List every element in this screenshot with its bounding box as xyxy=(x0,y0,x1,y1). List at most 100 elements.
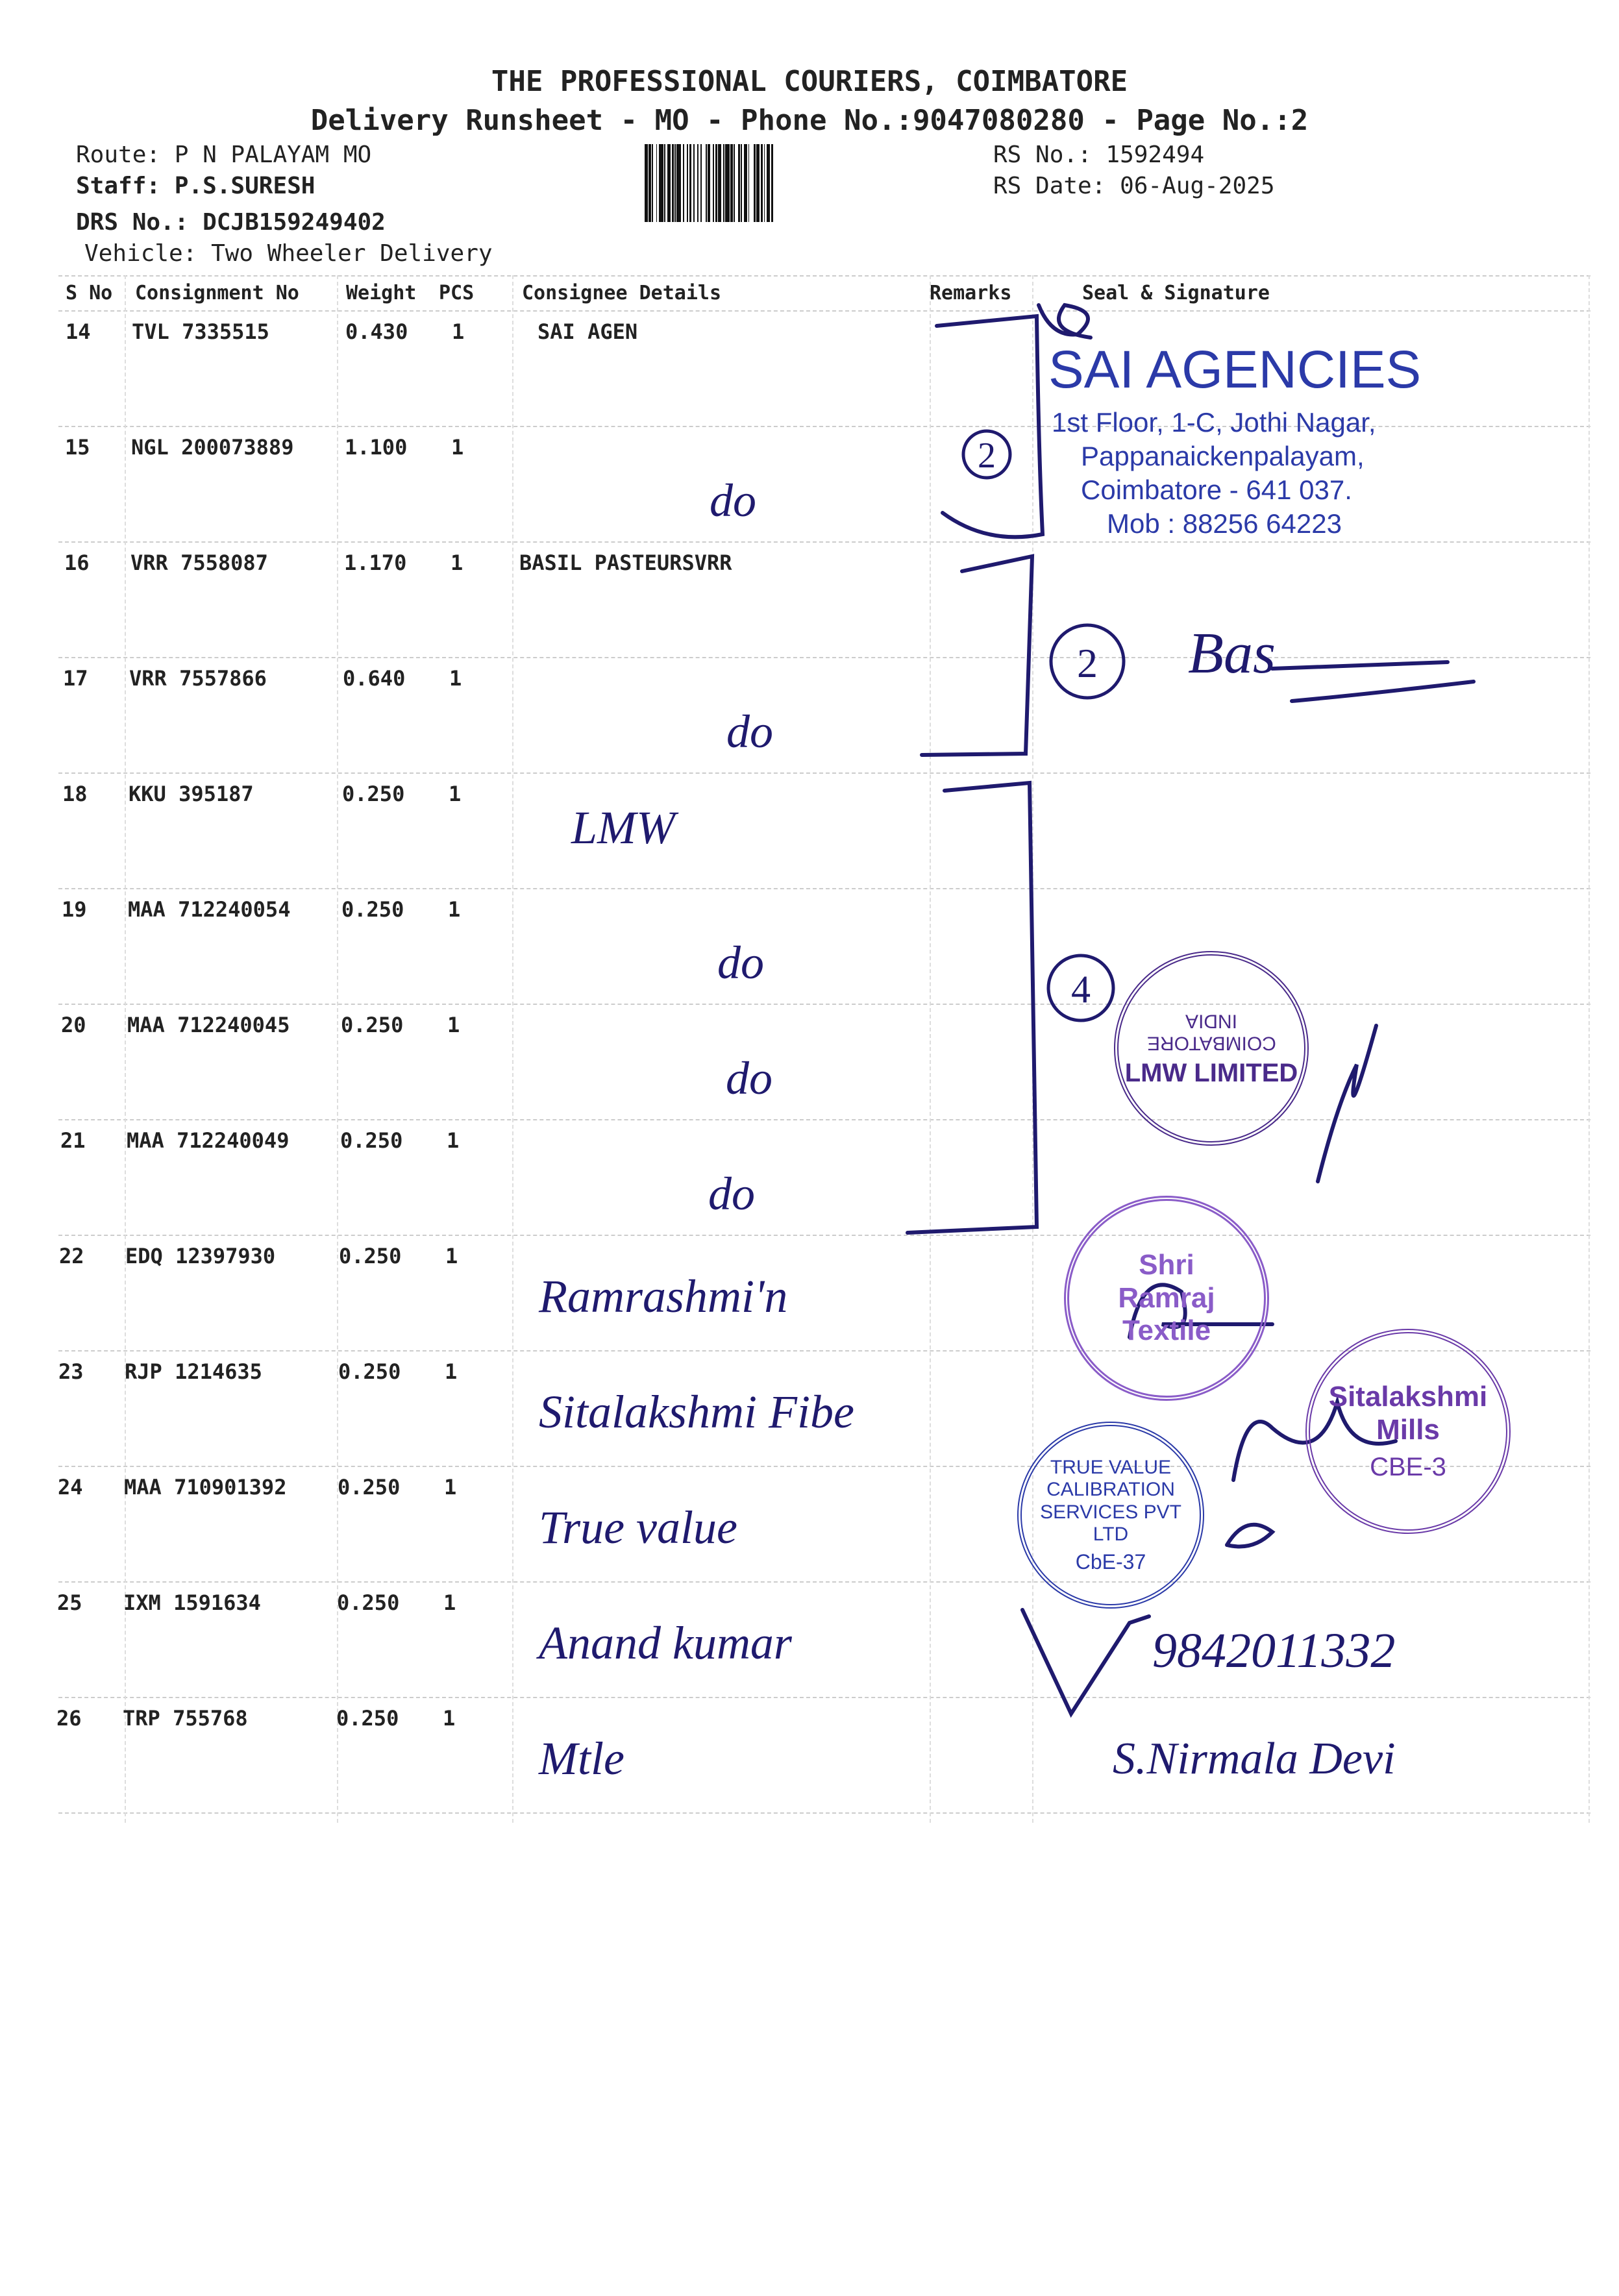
circled-number-3: 4 xyxy=(1046,954,1115,1022)
column-divider xyxy=(930,275,931,1823)
barcode-bar xyxy=(723,144,724,222)
col-consignee: Consignee Details xyxy=(522,282,722,304)
col-consignment: Consignment No xyxy=(135,282,299,304)
true-value-stamp: TRUE VALUE CALIBRATION SERVICES PVT LTD … xyxy=(1017,1422,1204,1609)
row-consignment-no: NGL 200073889 xyxy=(131,435,294,460)
handwritten-consignee: do xyxy=(710,475,756,526)
row-pcs: 1 xyxy=(449,782,462,806)
signature-lmw xyxy=(1316,1024,1378,1183)
row-pcs: 1 xyxy=(443,1706,456,1731)
row-weight: 0.250 xyxy=(340,1128,403,1153)
row-divider xyxy=(58,1119,1590,1120)
handwritten-consignee: Anand kumar xyxy=(539,1617,792,1669)
barcode-bar xyxy=(700,144,702,222)
handwritten-consignee: do xyxy=(717,937,764,989)
barcode-bar xyxy=(763,144,765,222)
row-consignment-no: VRR 7558087 xyxy=(130,550,268,575)
signature-underline-basil xyxy=(1270,660,1476,703)
row-weight: 0.640 xyxy=(343,666,406,691)
column-divider xyxy=(1588,275,1590,1823)
row-sno: 14 xyxy=(66,319,91,344)
barcode-bar xyxy=(756,144,760,222)
row-weight: 0.430 xyxy=(345,319,408,344)
route-value: P N PALAYAM MO xyxy=(174,142,372,168)
drs-label: DRS No.: xyxy=(76,209,189,236)
row-consignment-no: KKU 395187 xyxy=(129,782,254,806)
row-pcs: 1 xyxy=(452,319,465,344)
sai-stamp-line3: Coimbatore - 641 037. xyxy=(1081,475,1352,505)
row-weight: 0.250 xyxy=(342,782,405,806)
barcode-bar xyxy=(659,144,663,222)
barcode-bar xyxy=(687,144,689,222)
signature-receiver-name: S.Nirmala Devi xyxy=(1113,1734,1396,1784)
barcode-bar xyxy=(697,144,698,222)
row-sno: 25 xyxy=(57,1590,82,1615)
row-sno: 19 xyxy=(62,897,87,922)
row-weight: 0.250 xyxy=(338,1475,401,1500)
row-divider xyxy=(58,657,1590,658)
barcode-bar xyxy=(748,144,750,222)
barcode-bar xyxy=(689,144,691,222)
barcode-bar xyxy=(674,144,676,222)
handwritten-consignee: do xyxy=(708,1168,755,1220)
col-sno: S No xyxy=(66,282,113,304)
bracket-2 xyxy=(920,554,1035,757)
rs-date-value: 06-Aug-2025 xyxy=(1120,173,1275,199)
circled-number-2: 2 xyxy=(1049,623,1126,700)
barcode-bar xyxy=(683,144,684,222)
row-sno: 23 xyxy=(58,1359,84,1384)
bracket-1 xyxy=(935,314,1045,539)
row-divider xyxy=(58,772,1590,774)
sai-stamp-name: SAI AGENCIES xyxy=(1048,340,1422,399)
barcode-bar xyxy=(725,144,730,222)
company-title: THE PROFESSIONAL COURIERS, COIMBATORE xyxy=(491,65,1128,98)
row-divider xyxy=(58,1581,1590,1583)
barcode-bar xyxy=(652,144,653,222)
row-weight: 0.250 xyxy=(337,1590,400,1615)
vehicle-value: Two Wheeler Delivery xyxy=(211,240,493,267)
col-remarks: Remarks xyxy=(930,282,1012,304)
svg-text:2: 2 xyxy=(978,436,996,476)
sai-stamp-line1: 1st Floor, 1-C, Jothi Nagar, xyxy=(1052,407,1376,438)
row-divider xyxy=(58,1350,1590,1352)
rs-date-label: RS Date: xyxy=(993,173,1106,199)
barcode-bar xyxy=(715,144,717,222)
row-pcs: 1 xyxy=(448,897,461,922)
handwritten-consignee: LMW xyxy=(571,802,675,854)
row-weight: 1.100 xyxy=(345,435,408,460)
barcode-bar xyxy=(771,144,773,222)
ramraj-stamp-ring: Shri Ramraj Textile xyxy=(1118,1249,1215,1347)
vehicle-label: Vehicle: xyxy=(84,240,197,267)
lmw-limited-stamp: INDIA COIMBATORE LMW LIMITED xyxy=(1114,951,1309,1146)
column-divider xyxy=(125,275,126,1823)
row-divider xyxy=(58,888,1590,889)
row-sno: 17 xyxy=(63,666,88,691)
runsheet-subtitle: Delivery Runsheet - MO - Phone No.:90470… xyxy=(310,104,1309,137)
barcode-bar xyxy=(760,144,763,222)
row-sno: 22 xyxy=(59,1244,84,1268)
sitalakshmi-stamp: Sitalakshmi Mills CBE-3 xyxy=(1305,1329,1511,1534)
barcode-bar xyxy=(645,144,648,222)
staff-value: P.S.SURESH xyxy=(174,173,315,199)
col-weight: Weight xyxy=(346,282,417,304)
drs: DRS No.: DCJB159249402 xyxy=(76,209,386,236)
lmw-stamp-ring: LMW LIMITED xyxy=(1124,1058,1298,1087)
handwritten-consignee: Sitalakshmi Fibe xyxy=(539,1386,854,1438)
row-pcs: 1 xyxy=(444,1475,457,1500)
svg-text:2: 2 xyxy=(1077,640,1098,686)
row-sno: 16 xyxy=(64,550,90,575)
row-divider xyxy=(58,426,1590,427)
row-sno: 18 xyxy=(62,782,88,806)
handwritten-consignee: do xyxy=(726,706,773,758)
route: Route: P N PALAYAM MO xyxy=(76,142,371,168)
row-sno: 21 xyxy=(60,1128,86,1153)
row-consignment-no: TVL 7335515 xyxy=(132,319,269,344)
rs-no-label: RS No.: xyxy=(993,142,1092,168)
row-divider xyxy=(58,1466,1590,1467)
column-divider xyxy=(337,275,338,1823)
col-seal-signature: Seal & Signature xyxy=(1082,282,1270,304)
signature-tick xyxy=(1020,1608,1151,1718)
handwritten-phone: 9842011332 xyxy=(1152,1623,1396,1678)
barcode-bar xyxy=(706,144,707,222)
